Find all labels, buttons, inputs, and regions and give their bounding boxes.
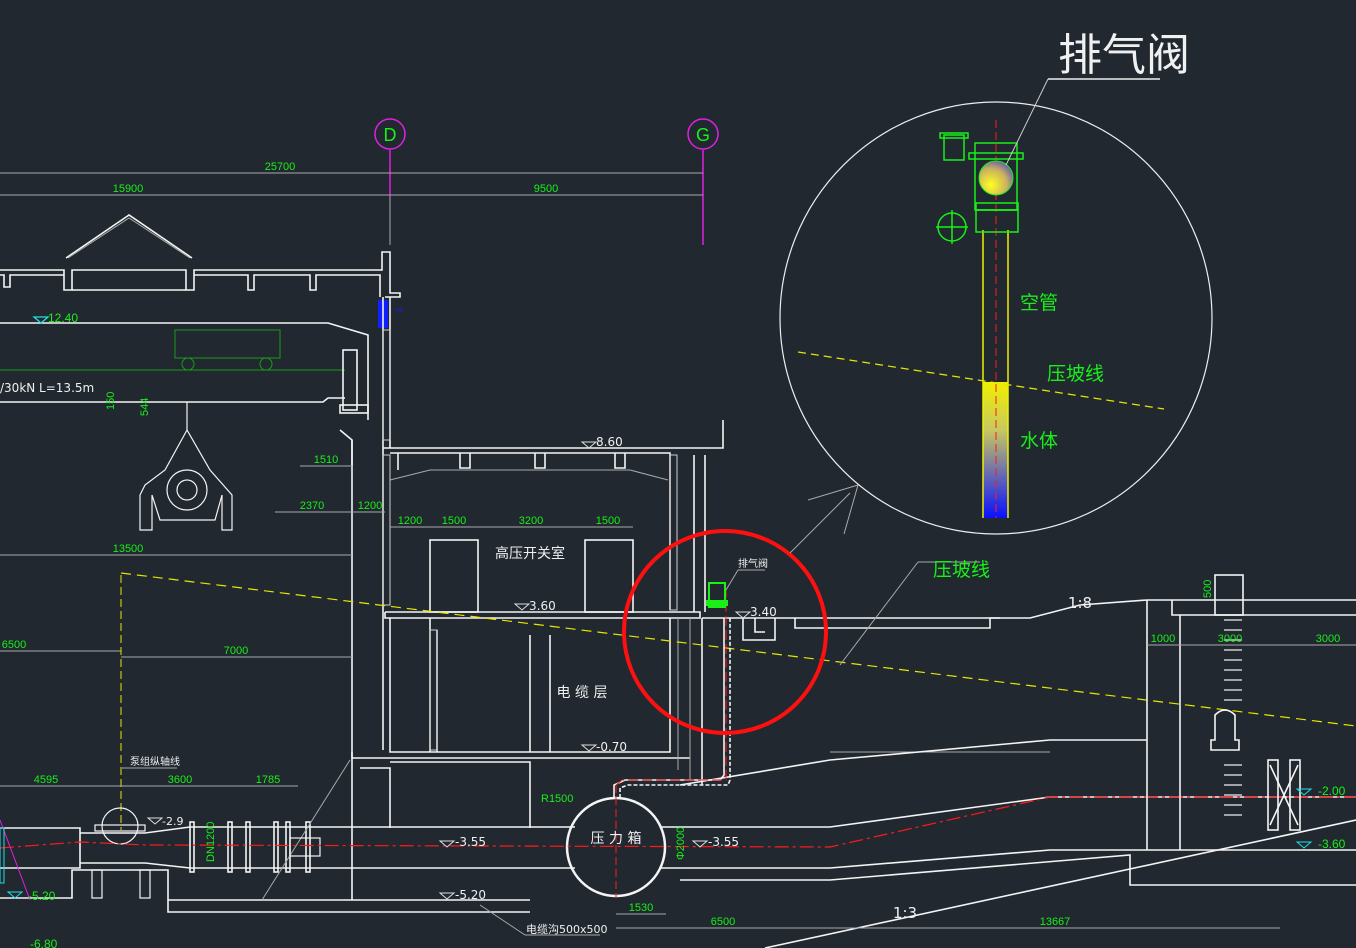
- room-labels: 高压开关室 电 缆 层 8.60 3.60 3.40 -0.70: [495, 435, 777, 754]
- svg-text:1200: 1200: [398, 515, 422, 527]
- svg-text:1530: 1530: [629, 902, 653, 914]
- air-valve-title: 排气阀: [1005, 30, 1190, 166]
- svg-text:1:8: 1:8: [1068, 594, 1092, 612]
- svg-text:-3.55: -3.55: [455, 835, 486, 849]
- svg-text:-2.9: -2.9: [162, 815, 183, 828]
- svg-text:1000: 1000: [1151, 633, 1175, 645]
- centerline: [0, 796, 1356, 849]
- svg-text:1500: 1500: [596, 515, 620, 527]
- svg-text:500: 500: [1202, 580, 1214, 598]
- svg-text:13500: 13500: [113, 543, 144, 555]
- svg-text:高压开关室: 高压开关室: [495, 545, 565, 562]
- svg-text:6500: 6500: [2, 639, 26, 651]
- svg-text:544: 544: [139, 398, 151, 416]
- grid-axis-d: D: [374, 118, 406, 245]
- svg-text:3600: 3600: [168, 774, 192, 786]
- svg-text:排气阀: 排气阀: [738, 557, 768, 570]
- svg-text:1500: 1500: [442, 515, 466, 527]
- svg-text:电缆沟500x500: 电缆沟500x500: [526, 923, 608, 936]
- roof-structure: [0, 214, 401, 298]
- inlet-flange: [0, 827, 5, 884]
- outlet-labels: 1:8 1000 3000 3000 500 -2.00 -3.60: [1068, 580, 1356, 851]
- svg-text:1200: 1200: [358, 500, 382, 512]
- highlight-circle: [622, 529, 828, 735]
- detail-arrow: [789, 484, 859, 554]
- svg-text:电 缆 层: 电 缆 层: [557, 685, 608, 701]
- svg-text:压坡线: 压坡线: [1047, 363, 1104, 385]
- section-line: [0, 819, 31, 901]
- air-pipe-centerline: [615, 590, 727, 786]
- svg-text:8.60: 8.60: [596, 435, 623, 449]
- svg-text:1:3: 1:3: [893, 904, 917, 922]
- svg-text:DN1200: DN1200: [205, 822, 217, 862]
- detail-callout: 空管 压坡线 水体: [779, 101, 1213, 535]
- grid-axis-g: G: [687, 118, 719, 245]
- svg-text:-2.00: -2.00: [1318, 784, 1346, 798]
- svg-text:3200: 3200: [519, 515, 543, 527]
- svg-text:⇨: ⇨: [395, 305, 403, 316]
- svg-text:R1500: R1500: [541, 793, 573, 805]
- air-valve-symbol: 排气阀: [706, 557, 768, 608]
- svg-text:3000: 3000: [1316, 633, 1340, 645]
- svg-text:-3.60: -3.60: [1318, 837, 1346, 851]
- svg-text:7000: 7000: [224, 645, 248, 657]
- pump-motor: [139, 402, 233, 531]
- svg-text:3000: 3000: [1218, 633, 1242, 645]
- svg-text:D: D: [384, 125, 397, 145]
- svg-text:9500: 9500: [534, 183, 558, 195]
- svg-text:15900: 15900: [113, 183, 144, 195]
- svg-text:3.60: 3.60: [529, 599, 556, 613]
- svg-text:4595: 4595: [34, 774, 58, 786]
- svg-text:压坡线: 压坡线: [933, 559, 990, 581]
- svg-text:排气阀: 排气阀: [1058, 30, 1190, 81]
- svg-text:1510: 1510: [314, 454, 338, 466]
- svg-text:6500: 6500: [711, 916, 735, 928]
- pipe-labels: 压 力 箱 R1500 Φ2000 DN1200 -3.55 -3.55 -5.…: [6, 755, 739, 948]
- svg-text:泵组纵轴线: 泵组纵轴线: [130, 755, 180, 768]
- svg-text:压 力 箱: 压 力 箱: [591, 831, 642, 847]
- svg-text:25700: 25700: [265, 161, 296, 173]
- bottom-dimensions: 4595 3600 1785 1530 6500 13667 1:3: [0, 774, 1280, 929]
- svg-text:/30kN L=13.5m: /30kN L=13.5m: [0, 381, 94, 395]
- top-dimensions: 25700 15900 9500: [0, 161, 703, 196]
- svg-text:-0.70: -0.70: [596, 740, 627, 754]
- svg-text:13667: 13667: [1040, 916, 1071, 928]
- building-dimensions: 1510 2370 1200 1200 1500 3200 1500 13500…: [0, 454, 633, 830]
- svg-text:3.40: 3.40: [750, 605, 777, 619]
- svg-text:1785: 1785: [256, 774, 280, 786]
- svg-text:12.40: 12.40: [48, 311, 78, 325]
- crane-beam: 12.40 /30kN L=13.5m 150 544 ⇨: [0, 300, 403, 420]
- svg-text:Φ2000: Φ2000: [675, 827, 687, 860]
- pressure-line-callout: 压坡线: [839, 559, 990, 666]
- pressure-gradient-line: [120, 572, 1356, 727]
- svg-text:G: G: [696, 125, 710, 145]
- svg-text:2370: 2370: [300, 500, 324, 512]
- svg-text:水体: 水体: [1020, 430, 1058, 452]
- svg-text:150: 150: [105, 392, 117, 410]
- svg-text:空管: 空管: [1020, 292, 1058, 314]
- svg-text:-5.20: -5.20: [28, 889, 56, 903]
- svg-text:-6.80: -6.80: [30, 937, 58, 948]
- svg-text:-5.20: -5.20: [455, 888, 486, 902]
- outlet-structure: [990, 574, 1356, 850]
- svg-text:-3.55: -3.55: [708, 835, 739, 849]
- ladder: [1224, 619, 1242, 816]
- wall-hatching: [382, 329, 678, 751]
